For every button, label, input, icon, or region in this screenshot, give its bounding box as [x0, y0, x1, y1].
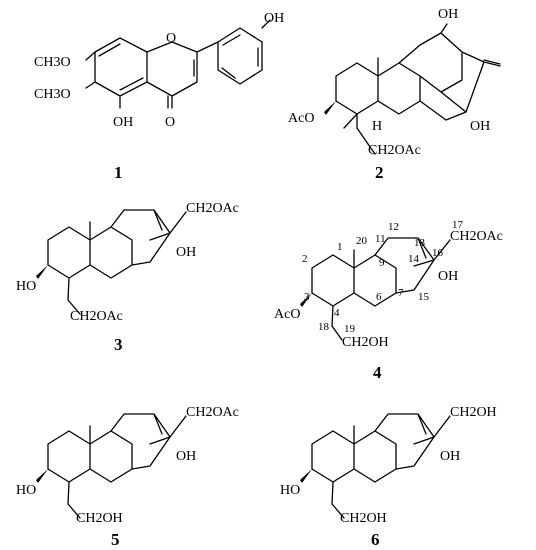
compound-id: 2	[375, 163, 384, 182]
atom-number: 3	[304, 291, 310, 303]
compound-4-bonds	[311, 237, 451, 341]
compound-5-wedge	[36, 469, 48, 483]
label-ch2oh: CH2OH	[450, 405, 497, 420]
label-o: O	[165, 115, 175, 130]
label-ch2oac: CH2OAc	[450, 229, 503, 244]
atom-number: 7	[398, 287, 404, 299]
compound-id: 3	[114, 335, 123, 354]
compound-id: 5	[111, 530, 120, 549]
label-ch2oac: CH2OAc	[186, 405, 239, 420]
label-o: O	[166, 31, 176, 46]
compound-4-wedge	[300, 293, 312, 307]
compound-id: 1	[114, 163, 123, 182]
atom-number: 1	[337, 241, 343, 253]
compound-id: 4	[373, 363, 382, 382]
atom-number: 2	[302, 253, 308, 265]
atom-number: 15	[418, 291, 430, 303]
atom-number: 14	[408, 253, 420, 265]
label-och3: CH3O	[34, 87, 71, 102]
label-oh: OH	[176, 245, 196, 260]
label-ho: HO	[16, 279, 36, 294]
compound-2-bonds	[335, 23, 501, 155]
compound-id: 6	[371, 530, 380, 549]
compound-2-wedge	[324, 101, 336, 115]
compound-3-bonds	[47, 209, 187, 315]
atom-number: 19	[344, 323, 356, 335]
label-ch2oh: CH2OH	[340, 511, 387, 526]
compound-2-structure: OH OH AcO H CH2OAc 2	[288, 7, 501, 182]
label-ho: HO	[16, 483, 36, 498]
label-ch2oac: CH2OAc	[70, 309, 123, 324]
label-ch2oac: CH2OAc	[186, 201, 239, 216]
atom-number: 6	[376, 291, 382, 303]
atom-number: 20	[356, 235, 368, 247]
compound-1-bonds	[85, 19, 271, 109]
label-oh: OH	[438, 269, 458, 284]
compound-1-structure: OH O O OH CH3O CH3O 1	[34, 11, 284, 182]
label-aco: AcO	[288, 111, 314, 126]
label-och3: CH3O	[34, 55, 71, 70]
atom-number: 12	[388, 221, 399, 233]
label-ch2oac: CH2OAc	[368, 143, 421, 158]
label-oh: OH	[440, 449, 460, 464]
compound-5-structure: CH2OAc OH HO CH2OH 5	[16, 405, 239, 549]
compound-6-bonds	[311, 413, 451, 519]
atom-number: 13	[414, 237, 426, 249]
atom-number: 17	[452, 219, 464, 231]
label-oh: OH	[264, 11, 284, 26]
label-oh: OH	[113, 115, 133, 130]
compound-5-bonds	[47, 413, 187, 519]
compound-3-wedge	[36, 265, 48, 279]
atom-number: 11	[375, 233, 386, 245]
label-h: H	[372, 119, 382, 134]
compound-6-wedge	[300, 469, 312, 483]
atom-number: 4	[334, 307, 340, 319]
label-ch2oh: CH2OH	[342, 335, 389, 350]
compound-3-structure: CH2OAc OH HO CH2OAc 3	[16, 201, 239, 354]
atom-number: 9	[379, 257, 385, 269]
compound-6-structure: CH2OH OH HO CH2OH 6	[280, 405, 497, 549]
label-oh: OH	[470, 119, 490, 134]
label-ho: HO	[280, 483, 300, 498]
label-oh: OH	[438, 7, 458, 22]
label-oh: OH	[176, 449, 196, 464]
atom-number: 18	[318, 321, 330, 333]
label-ch2oh: CH2OH	[76, 511, 123, 526]
compound-4-structure: CH2OAc OH AcO CH2OH 1 2 3 4 6 7 9 11 12 …	[274, 219, 503, 382]
label-aco: AcO	[274, 307, 300, 322]
atom-number: 16	[432, 247, 444, 259]
